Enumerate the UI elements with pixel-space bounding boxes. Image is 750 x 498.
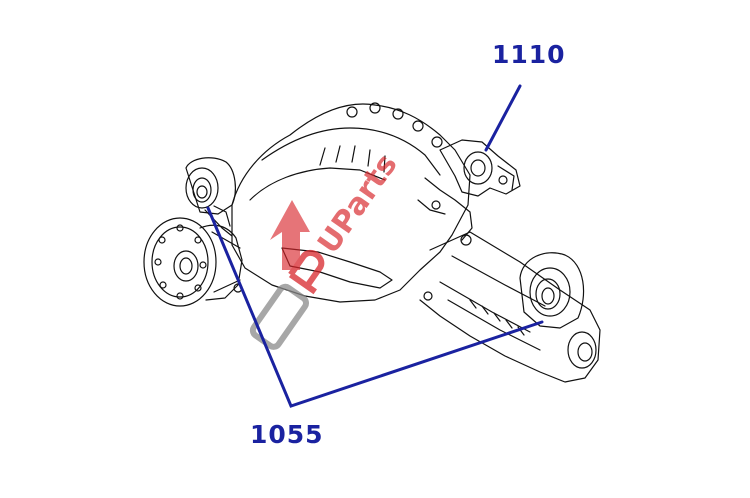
top-bolts <box>346 102 443 148</box>
pinion-nose <box>419 231 601 383</box>
right-mount-bushing <box>519 252 585 329</box>
watermark-text: UParts <box>311 148 404 260</box>
uparts-watermark: UParts <box>249 148 405 350</box>
callout-lines <box>206 84 544 408</box>
housing-outline <box>231 103 471 303</box>
callout-label-1055: 1055 <box>250 420 324 449</box>
left-mount-bushing <box>185 157 236 237</box>
leader-line-1055 <box>206 206 544 408</box>
left-output-flange <box>143 217 243 307</box>
callout-label-1110: 1110 <box>492 40 566 69</box>
leader-line-1110 <box>484 84 522 152</box>
housing-ribs <box>319 145 386 173</box>
housing-ridge <box>261 127 441 176</box>
housing-ridge-2 <box>249 167 386 201</box>
top-mount-bracket <box>417 139 521 246</box>
